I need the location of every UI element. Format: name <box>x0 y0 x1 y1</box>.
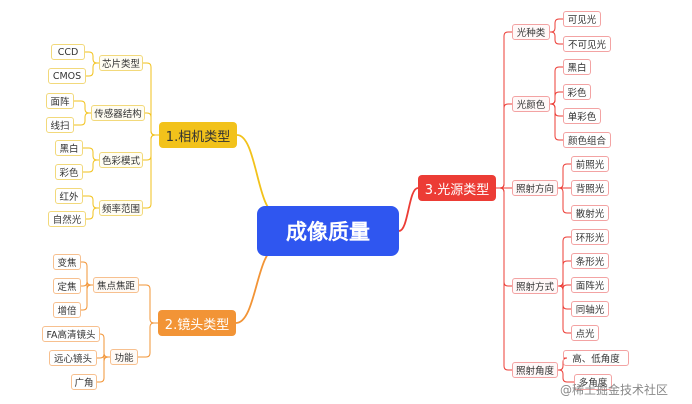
leaf-diffuse-light[interactable]: 散射光 <box>571 205 609 221</box>
leaf-area-light[interactable]: 面阵光 <box>571 277 609 293</box>
link-leaf-point-light <box>558 285 571 334</box>
root-node[interactable]: 成像质量 <box>257 206 399 256</box>
leaf-light-monochrome[interactable]: 黑白 <box>563 59 591 75</box>
leaf-fixed-focal[interactable]: 定焦 <box>53 278 81 294</box>
leaf-cmos[interactable]: CMOS <box>48 68 86 84</box>
link-leaf-color <box>83 159 99 173</box>
group-sensor-structure[interactable]: 传感器结构 <box>91 105 145 121</box>
leaf-back-light[interactable]: 背照光 <box>571 180 609 196</box>
leaf-single-color[interactable]: 单彩色 <box>563 108 601 124</box>
group-focus-focal[interactable]: 焦点焦距 <box>93 277 139 293</box>
leaf-high-low-angle[interactable]: 高、低角度 <box>563 350 629 366</box>
link-leaf-multi-angle <box>558 369 574 383</box>
link-group-focus-focal <box>139 284 158 324</box>
link-root-camera <box>236 134 278 215</box>
link-root-light <box>398 187 419 232</box>
link-leaf-cmos <box>86 62 99 77</box>
branch-camera-type[interactable]: 1.相机类型 <box>159 122 237 148</box>
leaf-ccd[interactable]: CCD <box>51 44 85 60</box>
leaf-visible-light[interactable]: 可见光 <box>563 11 601 27</box>
leaf-natural-light[interactable]: 自然光 <box>48 211 86 227</box>
link-leaf-area-scan <box>74 100 91 114</box>
group-chip-type[interactable]: 芯片类型 <box>99 55 143 71</box>
group-light-color[interactable]: 光颜色 <box>512 96 550 112</box>
link-group-light-color <box>496 103 512 189</box>
link-leaf-single-color <box>550 103 563 117</box>
link-leaf-front-light <box>558 163 571 189</box>
watermark: @稀土掘金技术社区 <box>560 383 669 397</box>
link-leaf-infrared <box>83 195 99 209</box>
link-group-function <box>138 322 158 358</box>
leaf-fa-hd-lens[interactable]: FA高清镜头 <box>42 326 100 342</box>
leaf-monochrome[interactable]: 黑白 <box>55 140 83 156</box>
group-illumination-method[interactable]: 照射方式 <box>512 278 558 294</box>
leaf-bar-light[interactable]: 条形光 <box>571 253 609 269</box>
link-leaf-coaxial-light <box>558 285 571 310</box>
link-leaf-visible-light <box>550 18 563 33</box>
link-leaf-line-scan <box>74 112 91 126</box>
link-group-sensor-structure <box>145 112 159 136</box>
link-leaf-wide-angle <box>97 356 110 383</box>
link-root-lens <box>235 247 278 324</box>
leaf-line-scan[interactable]: 线扫 <box>46 117 74 133</box>
link-leaf-bar-light <box>558 260 571 287</box>
group-light-kind[interactable]: 光种类 <box>512 24 550 40</box>
leaf-color[interactable]: 彩色 <box>55 164 83 180</box>
leaf-point-light[interactable]: 点光 <box>571 325 599 341</box>
link-leaf-ccd <box>85 51 99 64</box>
link-leaf-monochrome <box>83 147 99 161</box>
leaf-ring-light[interactable]: 环形光 <box>571 229 609 245</box>
leaf-front-light[interactable]: 前照光 <box>571 156 609 172</box>
leaf-light-color[interactable]: 彩色 <box>563 84 591 100</box>
link-leaf-fa-hd-lens <box>99 333 110 358</box>
link-group-frequency-range <box>143 134 159 209</box>
group-illumination-direction[interactable]: 照射方向 <box>512 180 558 196</box>
link-group-illumination-angle <box>496 187 512 371</box>
link-leaf-invisible-light <box>550 31 563 45</box>
link-leaf-light-color <box>550 91 563 105</box>
link-leaf-natural-light <box>86 207 99 220</box>
group-color-mode[interactable]: 色彩模式 <box>99 152 143 168</box>
leaf-area-scan[interactable]: 面阵 <box>46 93 74 109</box>
link-leaf-area-light <box>558 281 571 290</box>
link-leaf-magnification <box>81 284 93 311</box>
leaf-wide-angle[interactable]: 广角 <box>71 374 97 390</box>
branch-lens-type[interactable]: 2.镜头类型 <box>158 310 236 336</box>
leaf-telecentric-lens[interactable]: 远心镜头 <box>49 350 97 366</box>
group-frequency-range[interactable]: 频率范围 <box>99 200 143 216</box>
group-function[interactable]: 功能 <box>110 349 138 365</box>
branch-light-source-type[interactable]: 3.光源类型 <box>418 175 496 201</box>
leaf-multi-angle[interactable]: 多角度 <box>574 374 612 390</box>
link-leaf-color-combination <box>550 103 563 141</box>
leaf-infrared[interactable]: 红外 <box>55 188 83 204</box>
link-leaf-light-monochrome <box>550 66 563 105</box>
link-leaf-zoom <box>81 261 93 286</box>
leaf-coaxial-light[interactable]: 同轴光 <box>571 301 609 317</box>
link-leaf-diffuse-light <box>558 187 571 214</box>
leaf-invisible-light[interactable]: 不可见光 <box>563 36 611 52</box>
group-illumination-angle[interactable]: 照射角度 <box>512 362 558 378</box>
leaf-zoom[interactable]: 变焦 <box>53 254 81 270</box>
leaf-magnification[interactable]: 增倍 <box>53 302 81 318</box>
leaf-color-combination[interactable]: 颜色组合 <box>563 132 611 148</box>
